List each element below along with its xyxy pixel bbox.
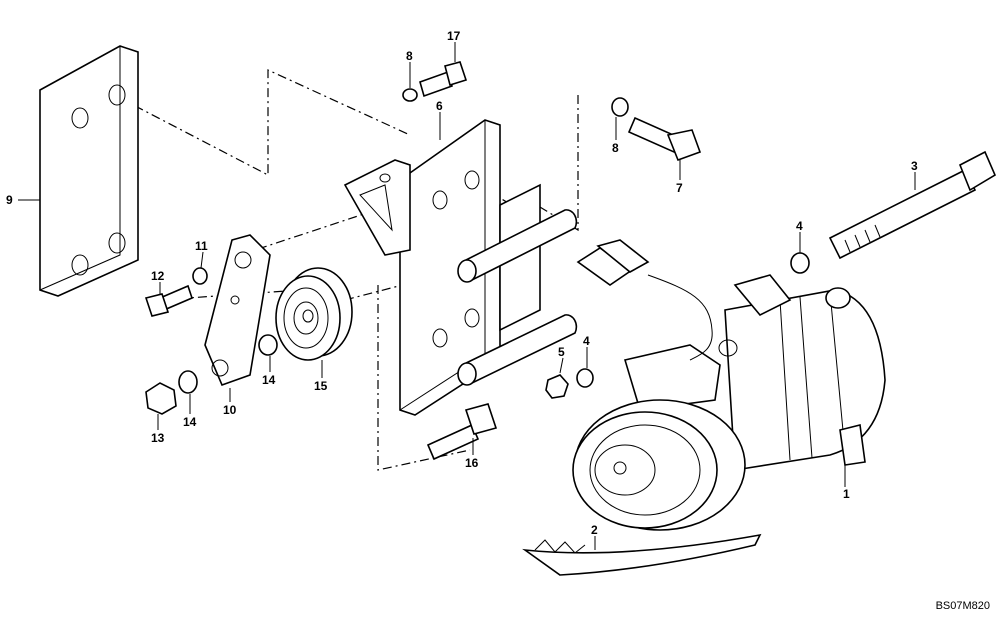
leader-lines bbox=[18, 42, 916, 550]
callout-7: 7 bbox=[676, 181, 683, 195]
callout-1: 1 bbox=[843, 487, 850, 501]
callout-5: 5 bbox=[558, 345, 565, 359]
callout-14-upper: 14 bbox=[262, 373, 276, 387]
ac-compressor-part-1 bbox=[572, 274, 886, 531]
callout-3: 3 bbox=[911, 159, 918, 173]
callout-6: 6 bbox=[436, 99, 443, 113]
callout-8-upper: 8 bbox=[406, 49, 413, 63]
bolt-part-7 bbox=[627, 116, 702, 162]
washer-part-8-upper bbox=[402, 88, 418, 102]
drawing-reference-code: BS07M820 bbox=[935, 600, 990, 612]
bolt-part-17 bbox=[419, 61, 468, 98]
link-plate-part-10 bbox=[204, 234, 271, 387]
callout-4-upper: 4 bbox=[796, 219, 803, 233]
washer-part-11 bbox=[192, 267, 208, 285]
callout-13: 13 bbox=[151, 431, 165, 445]
washer-part-14-upper bbox=[258, 334, 278, 356]
spacer-plate-part-9 bbox=[39, 45, 139, 297]
callout-4-lower: 4 bbox=[583, 334, 590, 348]
bolt-part-12 bbox=[144, 284, 193, 317]
idler-pulley-part-15 bbox=[275, 267, 353, 361]
callout-17: 17 bbox=[447, 29, 461, 43]
callout-16: 16 bbox=[465, 456, 479, 470]
callout-8-right: 8 bbox=[612, 141, 619, 155]
drive-belt-part-2 bbox=[522, 533, 762, 576]
nut-part-5 bbox=[545, 374, 569, 399]
callout-9: 9 bbox=[6, 193, 13, 207]
callout-2: 2 bbox=[591, 523, 598, 537]
electrical-connector bbox=[576, 239, 713, 361]
callout-labels: 1 2 3 4 4 5 6 7 8 8 9 10 11 12 13 14 14 … bbox=[6, 29, 918, 537]
callout-15: 15 bbox=[314, 379, 328, 393]
callout-10: 10 bbox=[223, 403, 237, 417]
callout-14-lower: 14 bbox=[183, 415, 197, 429]
washer-part-4-right bbox=[790, 252, 810, 274]
bolt-part-16 bbox=[426, 403, 498, 461]
washers-and-nuts bbox=[145, 88, 810, 415]
callout-12: 12 bbox=[151, 269, 165, 283]
washer-part-8-right bbox=[611, 97, 629, 117]
callout-11: 11 bbox=[195, 239, 208, 253]
washer-part-4-lower bbox=[576, 368, 594, 388]
nut-part-13 bbox=[145, 382, 177, 415]
washer-part-14-lower bbox=[178, 370, 198, 394]
mounting-bracket-part-6 bbox=[343, 119, 578, 416]
long-bolt-part-3 bbox=[828, 150, 997, 260]
